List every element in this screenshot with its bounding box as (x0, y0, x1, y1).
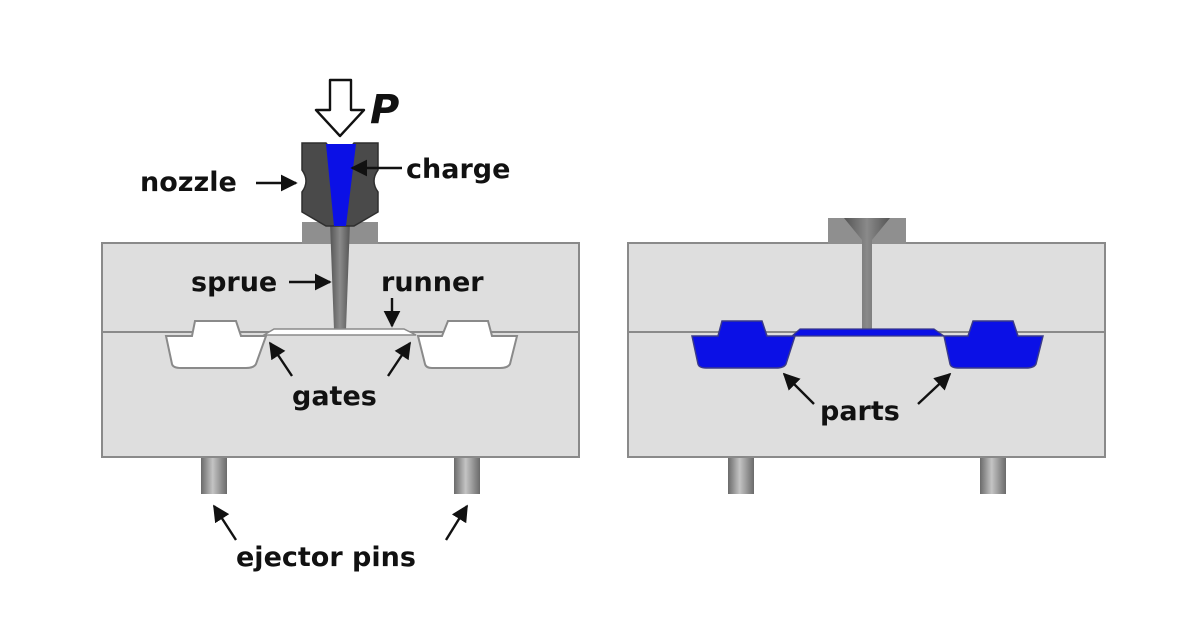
arrow-ejector-pin-left (212, 504, 238, 541)
label-gates: gates (292, 381, 377, 412)
pressure-arrow-icon (314, 78, 366, 138)
cavity-right-empty (416, 320, 519, 369)
label-ejector-pins: ejector pins (236, 542, 416, 573)
arrow-gates-right (387, 341, 411, 377)
part-left-filled (691, 320, 797, 369)
label-runner: runner (381, 267, 484, 298)
runner-filled (790, 328, 946, 337)
label-charge: charge (406, 154, 510, 185)
right-panel-filled-mold (627, 218, 1106, 494)
part-right-filled (943, 320, 1044, 369)
label-parts: parts (820, 396, 900, 427)
runner-channel-empty (261, 328, 417, 336)
sprue-channel-filled (844, 218, 890, 330)
right-panel-labels: parts (782, 372, 952, 427)
left-panel-labels: P nozzle charge sprue runner gates eject… (140, 87, 510, 573)
arrow-parts-right (917, 372, 952, 405)
arrow-gates-left (269, 341, 293, 377)
label-pressure: P (370, 87, 399, 133)
label-nozzle: nozzle (140, 167, 237, 198)
arrow-parts-left (782, 372, 815, 405)
charge-plastic (326, 144, 356, 226)
left-panel-empty-mold (101, 78, 580, 494)
arrow-ejector-pin-right (444, 504, 469, 541)
label-sprue: sprue (191, 267, 277, 298)
cavity-left-empty (164, 320, 268, 369)
sprue-channel (330, 222, 350, 330)
